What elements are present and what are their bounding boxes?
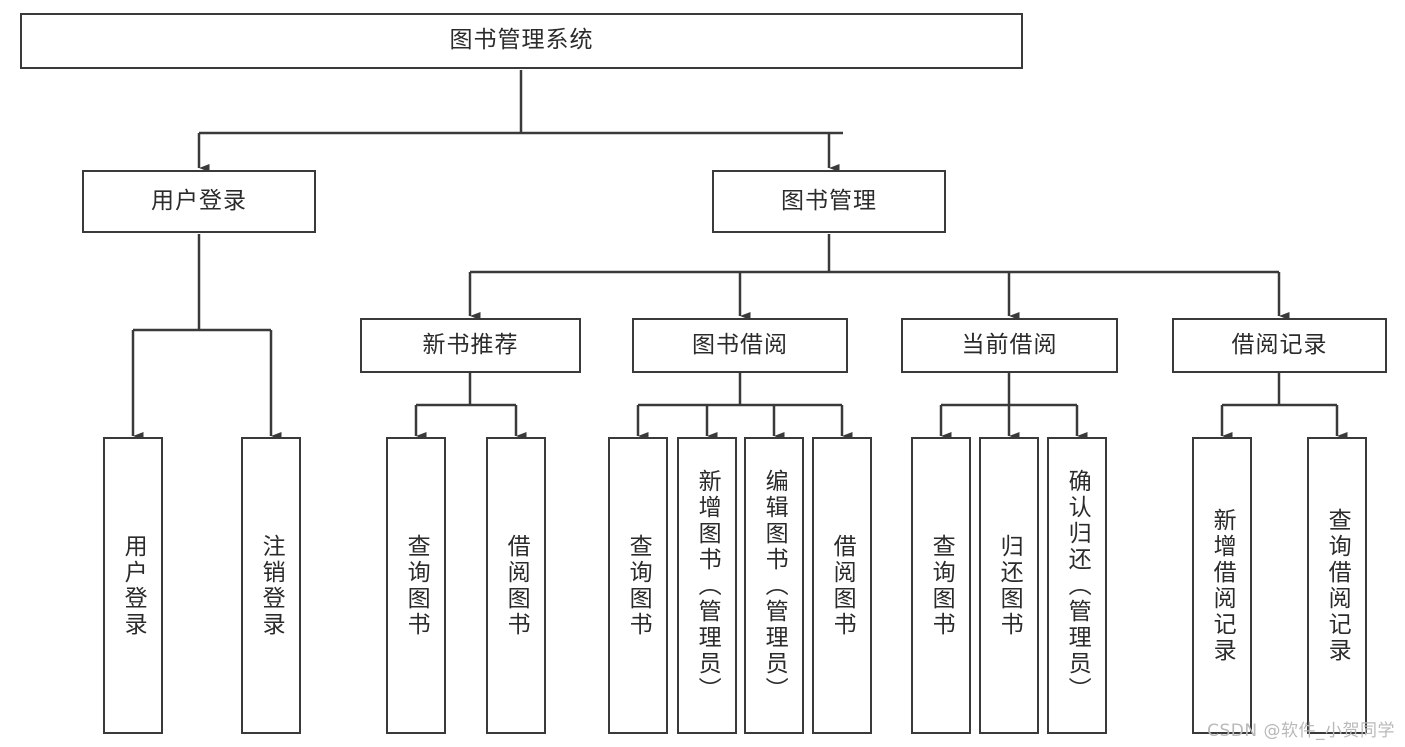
node-label: 编辑图书（管理员） (761, 468, 788, 703)
leaf-borrow-records-add-record[interactable]: 新增借阅记录 (1192, 437, 1252, 734)
node-label: 图书管理 (781, 187, 877, 214)
node-label: 用户登录 (120, 533, 147, 638)
node-borrow-records[interactable]: 借阅记录 (1172, 318, 1387, 373)
leaf-book-borrow-borrow-book[interactable]: 借阅图书 (812, 437, 872, 734)
node-label: 图书管理系统 (449, 27, 594, 54)
node-label: 用户登录 (151, 187, 247, 214)
node-label: 新增借阅记录 (1209, 507, 1236, 664)
node-label: 当前借阅 (961, 331, 1058, 358)
node-label: 借阅记录 (1231, 331, 1328, 358)
leaf-current-borrow-confirm-return-admin[interactable]: 确认归还（管理员） (1047, 437, 1107, 734)
leaf-book-borrow-add-book-admin[interactable]: 新增图书（管理员） (677, 437, 737, 734)
leaf-book-borrow-query-book[interactable]: 查询图书 (608, 437, 668, 734)
leaf-book-borrow-edit-book-admin[interactable]: 编辑图书（管理员） (744, 437, 804, 734)
node-label: 查询借阅记录 (1324, 507, 1351, 664)
node-label: 确认归还（管理员） (1064, 468, 1091, 703)
leaf-new-book-query-book[interactable]: 查询图书 (386, 437, 446, 734)
node-label: 图书借阅 (692, 331, 788, 358)
node-label: 借阅图书 (829, 533, 856, 638)
leaf-new-book-borrow-book[interactable]: 借阅图书 (486, 437, 546, 734)
leaf-current-borrow-query-book[interactable]: 查询图书 (911, 437, 971, 734)
node-label: 注销登录 (258, 533, 285, 638)
node-current-borrow[interactable]: 当前借阅 (901, 318, 1118, 373)
leaf-user-login-logout[interactable]: 注销登录 (241, 437, 301, 734)
leaf-borrow-records-query-record[interactable]: 查询借阅记录 (1307, 437, 1367, 734)
node-root-book-management-system[interactable]: 图书管理系统 (20, 13, 1023, 69)
node-book-borrow[interactable]: 图书借阅 (632, 318, 848, 373)
node-book-management[interactable]: 图书管理 (712, 170, 946, 233)
node-user-login[interactable]: 用户登录 (82, 170, 316, 233)
csdn-watermark: CSDN @软件_小贺同学 (1207, 721, 1395, 741)
node-label: 归还图书 (996, 533, 1023, 638)
node-label: 新增图书（管理员） (694, 468, 721, 703)
node-label: 查询图书 (625, 533, 652, 638)
node-label: 查询图书 (928, 533, 955, 638)
node-new-book-recommend[interactable]: 新书推荐 (360, 318, 581, 373)
leaf-user-login-login[interactable]: 用户登录 (103, 437, 163, 734)
node-label: 新书推荐 (422, 331, 519, 358)
leaf-current-borrow-return-book[interactable]: 归还图书 (979, 437, 1039, 734)
node-label: 查询图书 (403, 533, 430, 638)
node-label: 借阅图书 (503, 533, 530, 638)
